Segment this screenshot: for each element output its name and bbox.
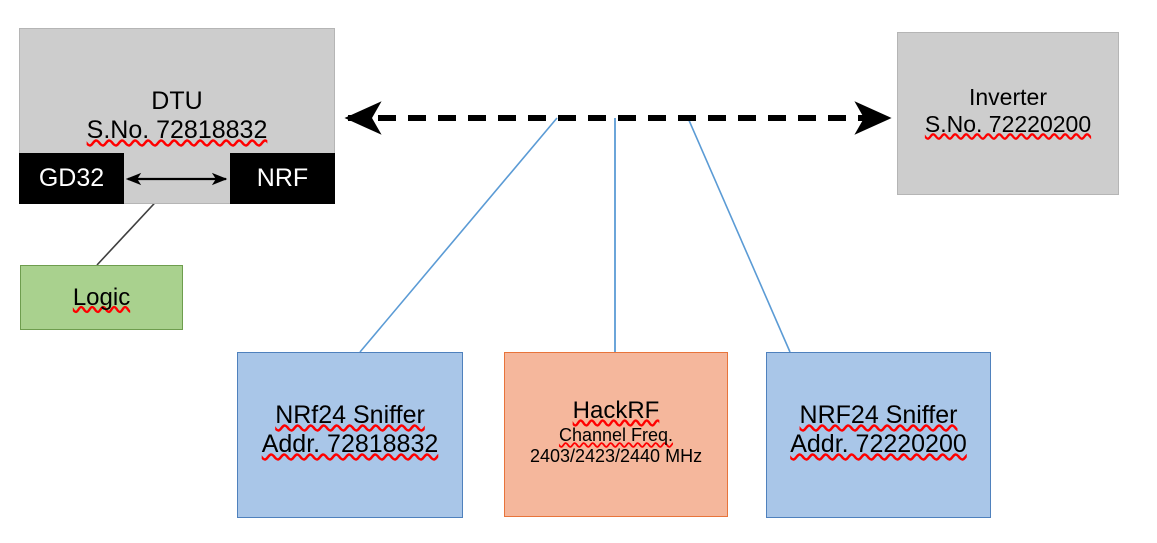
- dtu-label: DTU: [151, 87, 203, 115]
- nrf-label: NRF: [256, 164, 309, 192]
- sniffer-left-address: Addr. 72818832: [261, 430, 439, 458]
- node-sniffer-left[interactable]: NRf24 Sniffer Addr. 72818832: [237, 352, 463, 518]
- node-hackrf[interactable]: HackRF Channel Freq. 2403/2423/2440 MHz: [504, 352, 728, 517]
- connector-sniffer-right-tap: [687, 117, 791, 353]
- sniffer-right-address: Addr. 72220200: [790, 430, 967, 458]
- sniffer-right-label: NRF24 Sniffer: [799, 401, 958, 429]
- hackrf-label: HackRF: [572, 397, 660, 424]
- inverter-label: Inverter: [969, 84, 1047, 110]
- dtu-serial: S.No. 72818832: [86, 116, 268, 144]
- hackrf-sub-label: Channel Freq.: [558, 424, 674, 445]
- gd32-label: GD32: [38, 164, 105, 192]
- connector-sniffer-left-tap: [359, 117, 558, 353]
- node-logic[interactable]: Logic: [20, 265, 183, 330]
- node-sniffer-right[interactable]: NRF24 Sniffer Addr. 72220200: [766, 352, 991, 518]
- node-inverter[interactable]: Inverter S.No. 72220200: [897, 32, 1119, 195]
- inverter-serial: S.No. 72220200: [924, 110, 1092, 137]
- hackrf-frequencies: 2403/2423/2440 MHz: [529, 445, 703, 466]
- node-gd32[interactable]: GD32: [19, 153, 124, 204]
- node-nrf[interactable]: NRF: [230, 153, 335, 204]
- sniffer-left-label: NRf24 Sniffer: [275, 401, 425, 429]
- logic-label: Logic: [72, 283, 131, 311]
